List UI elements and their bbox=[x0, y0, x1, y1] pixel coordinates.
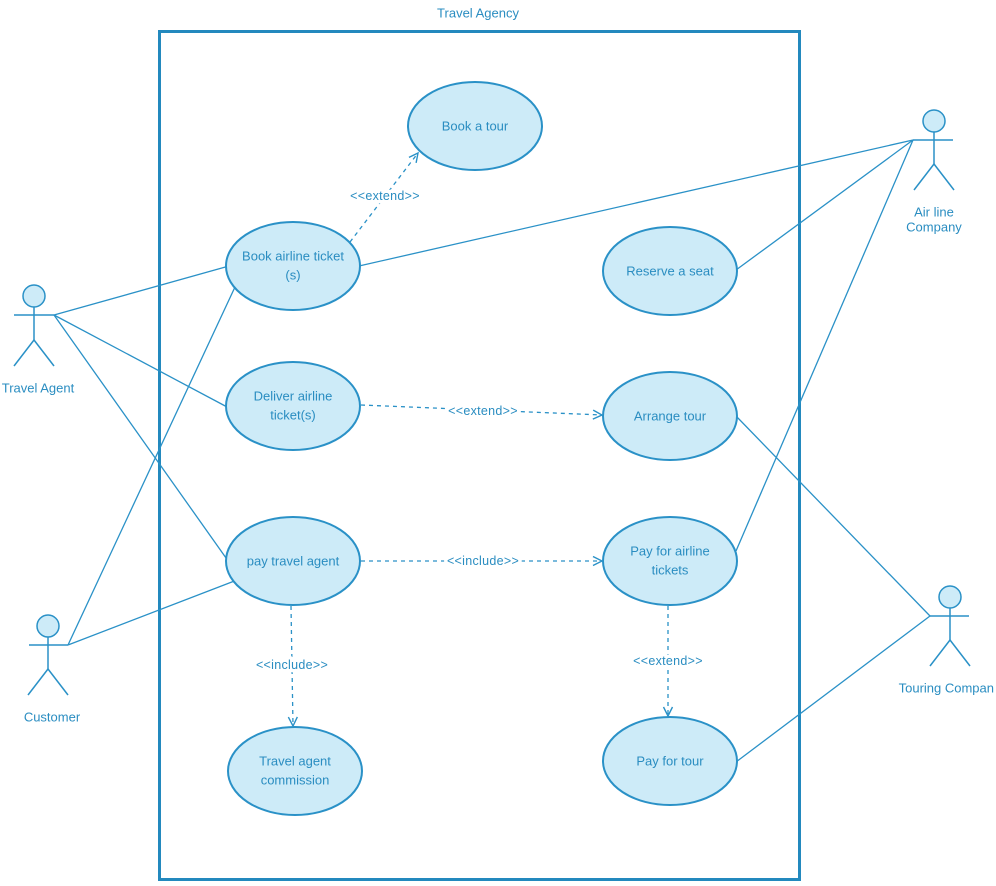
use-case-ellipse bbox=[407, 81, 543, 171]
use-case-arrange-tour: Arrange tour bbox=[602, 371, 738, 461]
stereotype-label: <<include>> bbox=[256, 658, 328, 672]
actor-left-leg bbox=[27, 668, 49, 696]
use-case-book-airline-ticket: Book airline ticket (s) bbox=[225, 221, 361, 311]
use-case-label: Reserve a seat bbox=[626, 264, 714, 279]
association-airline-company-pay-for-airline-tickets bbox=[735, 139, 914, 552]
system-boundary bbox=[158, 30, 801, 881]
association-touring-company-arrange-tour bbox=[735, 415, 931, 617]
use-case-ellipse bbox=[227, 726, 363, 816]
use-case-label-line-1: Pay for airline bbox=[630, 544, 709, 559]
stick-figure-icon bbox=[913, 109, 955, 191]
actor-right-leg bbox=[933, 163, 955, 191]
use-case-label: pay travel agent bbox=[247, 554, 340, 569]
association-travel-agent-pay-travel-agent bbox=[53, 314, 232, 566]
use-case-label-line-1: Book airline ticket bbox=[242, 249, 344, 264]
actor-left-leg bbox=[13, 339, 35, 367]
stereotype-label: <<extend>> bbox=[350, 189, 420, 203]
use-case-pay-travel-agent: pay travel agent bbox=[225, 516, 361, 606]
use-case-label: Arrange tour bbox=[634, 409, 707, 424]
association-customer-book-airline-ticket bbox=[67, 286, 236, 646]
dependencies bbox=[287, 151, 674, 728]
extend-deliver-airline-tickets-to-arrange-tour bbox=[360, 404, 604, 420]
actor-head bbox=[22, 284, 46, 308]
use-case-book-a-tour: Book a tour bbox=[407, 81, 543, 171]
extend-book-airline-ticket-to-book-a-tour bbox=[349, 151, 419, 243]
actor-label: Touring Compan bbox=[899, 681, 994, 696]
association-touring-company-pay-for-tour bbox=[735, 615, 931, 763]
system-title: Travel Agency bbox=[437, 6, 519, 21]
actor-left-leg bbox=[929, 639, 951, 667]
actor-left-leg bbox=[913, 163, 935, 191]
actor-head bbox=[922, 109, 946, 133]
stick-figure-icon bbox=[929, 585, 971, 667]
actor-customer: Customer bbox=[24, 614, 81, 725]
association-travel-agent-book-airline-ticket bbox=[53, 265, 230, 316]
actor-travel-agent: Travel Agent bbox=[2, 284, 75, 396]
association-airline-company-book-airline-ticket bbox=[358, 139, 914, 267]
use-case-label-line-2: ticket(s) bbox=[270, 408, 316, 423]
actor-label: Customer bbox=[24, 710, 81, 725]
stick-figure-icon bbox=[13, 284, 55, 367]
actor-airline-company: Air line Company bbox=[906, 109, 962, 235]
use-case-label-line-1: Deliver airline bbox=[254, 389, 333, 404]
use-case-reserve-a-seat: Reserve a seat bbox=[602, 226, 738, 316]
use-case-ellipse bbox=[602, 226, 738, 316]
actor-label-line-2: Company bbox=[906, 220, 962, 235]
stereotype-label: <<extend>> bbox=[448, 404, 518, 418]
use-case-label: Pay for tour bbox=[636, 754, 704, 769]
use-case-label: Book a tour bbox=[442, 119, 509, 134]
use-case-ellipse bbox=[225, 361, 361, 451]
use-case-label-line-1: Travel agent bbox=[259, 754, 331, 769]
actor-right-leg bbox=[47, 668, 69, 696]
actor-head bbox=[36, 614, 60, 638]
actor-head bbox=[938, 585, 962, 609]
actor-label-line-1: Air line bbox=[914, 205, 954, 220]
use-case-travel-agent-commission: Travel agent commission bbox=[227, 726, 363, 816]
associations bbox=[53, 139, 931, 763]
association-travel-agent-deliver-airline-tickets bbox=[53, 314, 230, 409]
use-case-label-line-2: commission bbox=[261, 773, 330, 788]
use-case-label-line-2: tickets bbox=[652, 563, 689, 578]
actor-touring-company: Touring Compan bbox=[899, 585, 994, 696]
use-case-label-line-2: (s) bbox=[285, 268, 300, 283]
use-case-ellipse bbox=[225, 221, 361, 311]
use-case-deliver-airline-tickets: Deliver airline ticket(s) bbox=[225, 361, 361, 451]
association-airline-company-reserve-a-seat bbox=[735, 139, 914, 271]
use-case-ellipse bbox=[602, 516, 738, 606]
stereotype-label: <<include>> bbox=[447, 554, 519, 568]
stereotype-label: <<extend>> bbox=[633, 654, 703, 668]
use-case-pay-for-tour: Pay for tour bbox=[602, 716, 738, 806]
actor-right-leg bbox=[949, 639, 971, 667]
use-case-ellipse bbox=[225, 516, 361, 606]
use-case-pay-for-airline-tickets: Pay for airline tickets bbox=[602, 516, 738, 606]
actor-label: Travel Agent bbox=[2, 381, 75, 396]
stick-figure-icon bbox=[27, 614, 69, 696]
actor-right-leg bbox=[33, 339, 55, 367]
association-customer-pay-travel-agent bbox=[67, 579, 238, 646]
